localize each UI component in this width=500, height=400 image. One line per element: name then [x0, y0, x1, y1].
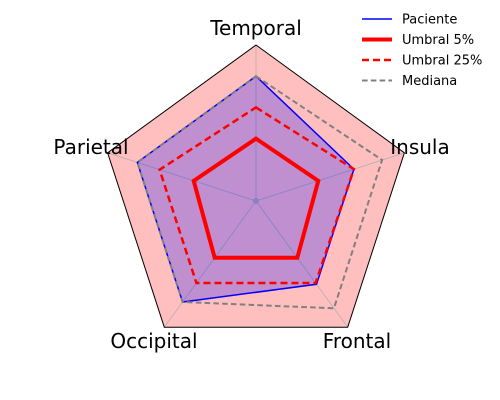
- axis-label-parietal: Parietal: [53, 135, 128, 159]
- spoke-frontal: [255, 200, 349, 328]
- axis-label-occipital: Occipital: [110, 329, 197, 353]
- legend-label-mediana: Mediana: [402, 74, 457, 89]
- spoke-parietal: [107, 152, 257, 202]
- spoke-occipital: [163, 200, 257, 328]
- center-point: [253, 198, 259, 204]
- radar-frame: [107, 44, 405, 328]
- axis-label-insula: Insula: [390, 135, 449, 159]
- legend-label-umbral-25: Umbral 25%: [402, 54, 482, 69]
- legend-label-umbral-5: Umbral 5%: [402, 33, 474, 48]
- spoke-insula: [255, 152, 405, 202]
- legend-label-paciente: Paciente: [402, 13, 457, 28]
- axis-label-temporal: Temporal: [209, 16, 302, 40]
- series-mediana: [136, 74, 384, 310]
- axis-label-frontal: Frontal: [323, 329, 391, 353]
- series-umbral-5: [191, 136, 321, 260]
